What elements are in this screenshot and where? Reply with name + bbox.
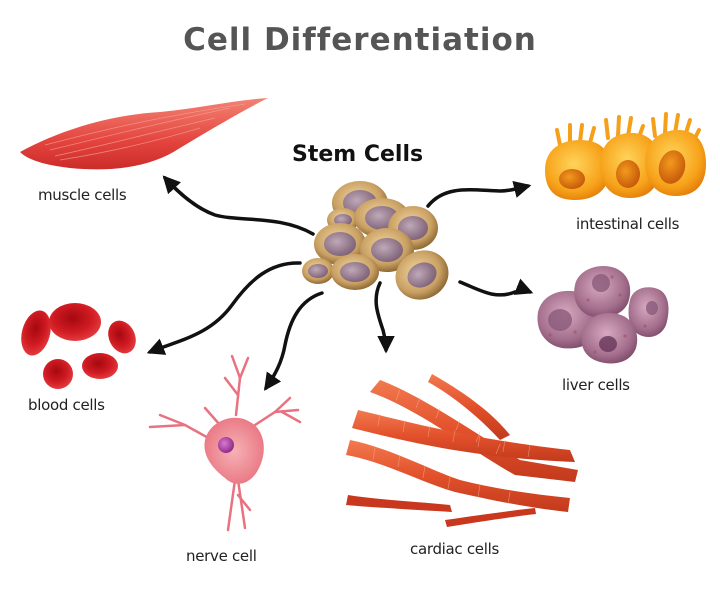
arrow-to-liver xyxy=(458,278,534,297)
blood-cells-illustration xyxy=(21,303,136,389)
arrow-to-cardiac xyxy=(374,281,395,354)
diagram-title: Cell Differentiation xyxy=(183,22,537,58)
arrow-to-intestinal xyxy=(426,180,532,208)
arrow-to-blood xyxy=(146,261,302,355)
muscle-cell-illustration xyxy=(20,98,268,170)
cardiac-cells-label: cardiac cells xyxy=(410,540,499,558)
muscle-cells-label: muscle cells xyxy=(38,186,127,204)
nerve-cell-label: nerve cell xyxy=(186,547,257,565)
nerve-cell-illustration xyxy=(148,354,302,532)
stem-cells-illustration xyxy=(302,181,449,300)
stem-cells-label: Stem Cells xyxy=(292,142,424,167)
cardiac-cells-illustration xyxy=(346,374,578,527)
liver-cells-illustration xyxy=(537,265,669,364)
intestinal-cells-label: intestinal cells xyxy=(576,215,680,233)
liver-cells-label: liver cells xyxy=(562,376,630,394)
intestinal-cells-illustration xyxy=(545,112,706,200)
arrow-to-muscle xyxy=(162,175,315,236)
blood-cells-label: blood cells xyxy=(28,396,105,414)
arrow-to-nerve xyxy=(264,291,324,391)
